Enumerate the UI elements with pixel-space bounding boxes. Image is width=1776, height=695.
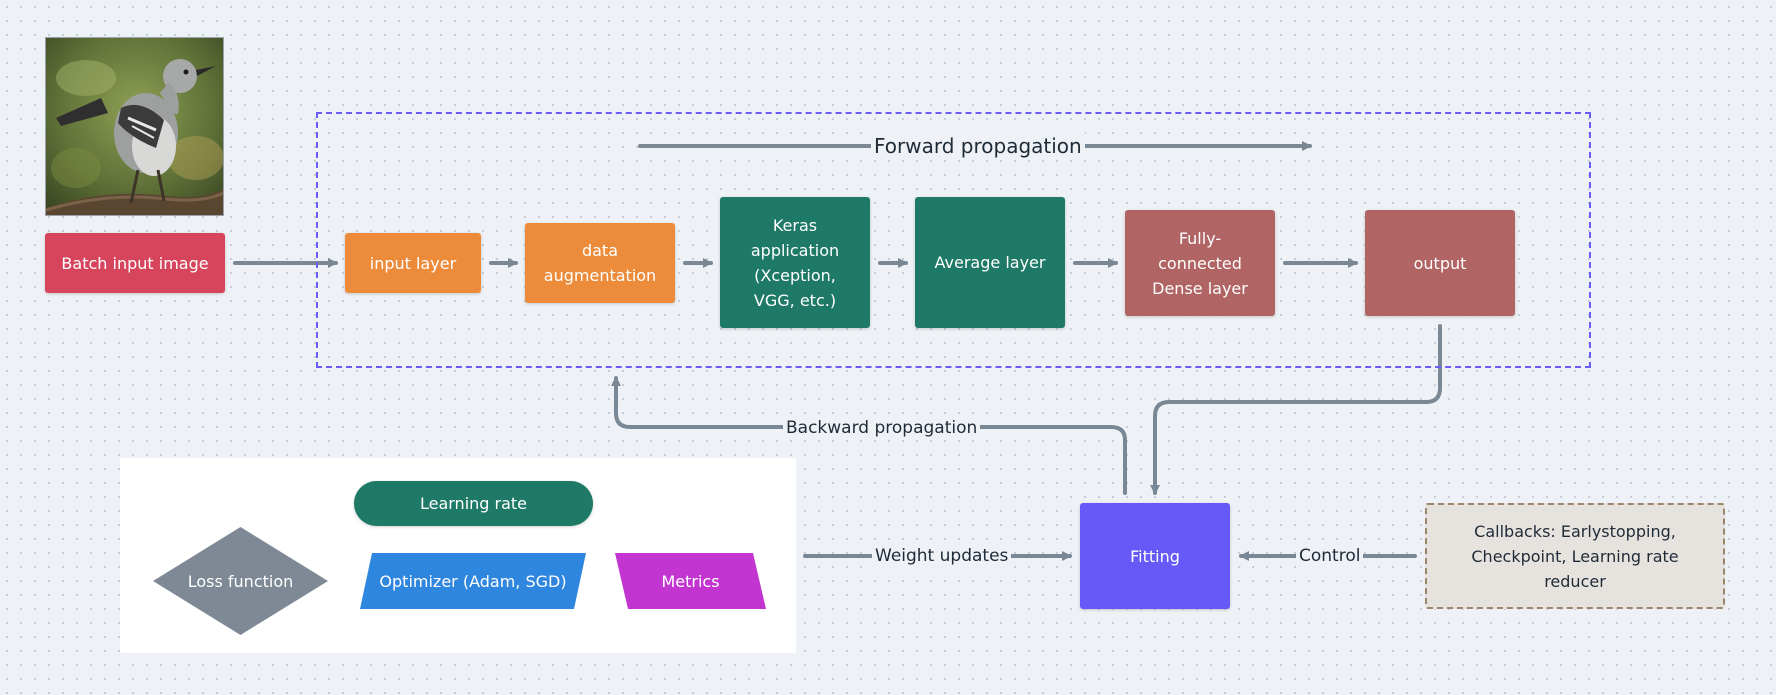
input-layer-node[interactable]: input layer (345, 233, 481, 293)
mockingbird-photo-icon (46, 38, 223, 215)
keras-application-label: Keras application (Xception, VGG, etc.) (750, 215, 840, 310)
output-label: output (1413, 253, 1467, 273)
weight-updates-label: Weight updates (872, 544, 1012, 568)
connector-output-to-fitting (1150, 324, 1442, 495)
metrics-label-container: Metrics (615, 553, 766, 609)
metrics-parallelogram[interactable] (615, 553, 766, 609)
fitting-node[interactable]: Fitting (1080, 503, 1230, 609)
learning-rate-label: Learning rate (419, 494, 528, 513)
loss-function-label-container: Loss function (151, 525, 330, 637)
callbacks-node[interactable]: Callbacks: Earlystopping, Checkpoint, Le… (1425, 503, 1725, 609)
optimizer-label: Optimizer (Adam, SGD) (379, 571, 567, 591)
output-node[interactable]: output (1365, 210, 1515, 316)
control-label: Control (1296, 544, 1364, 568)
batch-input-image-label: Batch input image (61, 253, 209, 273)
learning-rate-node[interactable]: Learning rate (354, 481, 593, 526)
loss-function-diamond[interactable] (151, 525, 330, 637)
average-layer-label: Average layer (934, 253, 1046, 272)
data-augmentation-label: data augmentation (543, 241, 657, 285)
model-group-boundary (316, 112, 1591, 368)
loss-function-label: Loss function (187, 571, 294, 591)
average-layer-node[interactable]: Average layer (915, 197, 1065, 328)
dense-layer-label: Fully- connected Dense layer (1152, 228, 1248, 298)
fitting-label: Fitting (1130, 546, 1180, 566)
keras-application-node[interactable]: Keras application (Xception, VGG, etc.) (720, 197, 870, 328)
forward-propagation-label: Forward propagation (871, 132, 1085, 160)
dense-layer-node[interactable]: Fully- connected Dense layer (1125, 210, 1275, 316)
backward-propagation-label: Backward propagation (783, 416, 981, 440)
metrics-label: Metrics (661, 571, 720, 591)
data-augmentation-node[interactable]: data augmentation (525, 223, 675, 303)
bird-photo (45, 37, 224, 216)
input-layer-label: input layer (369, 253, 457, 273)
batch-input-image-node[interactable]: Batch input image (45, 233, 225, 293)
optimizer-parallelogram[interactable] (360, 553, 586, 609)
optimizer-label-container: Optimizer (Adam, SGD) (360, 553, 586, 609)
callbacks-label: Callbacks: Earlystopping, Checkpoint, Le… (1471, 521, 1679, 591)
